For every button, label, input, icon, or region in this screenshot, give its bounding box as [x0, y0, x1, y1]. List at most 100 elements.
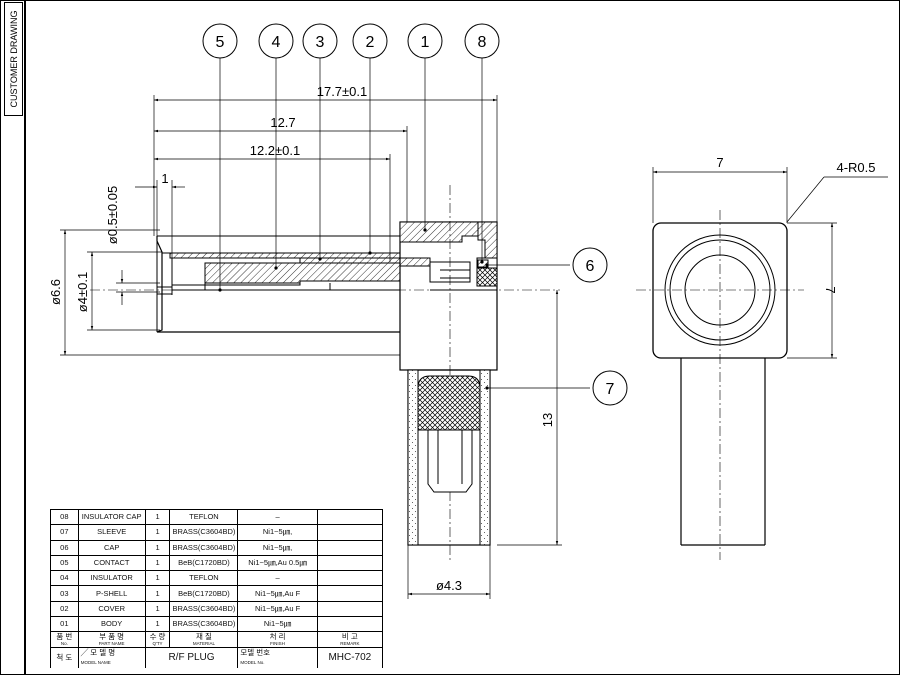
bom-cell-no: 05: [50, 554, 79, 572]
bom-cell-material: BRASS(C3604BD): [169, 600, 239, 618]
dim-inner-diameter: ø4±0.1: [75, 272, 90, 312]
bom-cell-name: INSULATOR CAP: [77, 508, 146, 526]
bom-cell-finish: –: [237, 570, 318, 587]
bom-cell-finish: Ni1~5㎛,Au F: [237, 600, 318, 618]
svg-text:6: 6: [586, 258, 595, 275]
bom-cell-material: BRASS(C3604BD): [169, 616, 239, 633]
svg-text:1: 1: [421, 34, 430, 51]
dimension-lines: [60, 95, 562, 599]
dimension-text: 17.7±0.1 12.7 12.2±0.1 1 ø0.5±0.05 ø6.6 …: [48, 84, 876, 593]
bom-cell-qty: 1: [144, 508, 171, 526]
dim-overall-length: 17.7±0.1: [317, 84, 368, 99]
svg-text:5: 5: [216, 34, 225, 51]
bom-cell-qty: 1: [144, 616, 171, 633]
dim-square-height: 7: [823, 286, 838, 293]
scale-value: ╱: [80, 648, 89, 658]
scale-label: 척 도: [50, 647, 79, 669]
bom-cell-name: CAP: [77, 539, 146, 556]
bom-cell-name: COVER: [77, 600, 146, 618]
section-view: [90, 185, 560, 560]
bom-cell-no: 02: [50, 600, 79, 618]
dim-outer-diameter: ø6.6: [48, 279, 63, 305]
balloon-dots: [218, 228, 489, 390]
bom-cell-remark: [316, 508, 384, 526]
model-no: MHC-702: [316, 647, 384, 669]
bom-cell-finish: –: [237, 508, 318, 526]
svg-text:4: 4: [272, 34, 281, 51]
bom-cell-name: BODY: [77, 616, 146, 633]
bom-cell-finish: Ni1~5㎛,: [237, 524, 318, 541]
bom-cell-material: TEFLON: [169, 508, 239, 526]
bom-cell-no: 08: [50, 508, 79, 526]
dim-corner-radius: 4-R0.5: [836, 160, 875, 175]
bom-cell-qty: 1: [144, 539, 171, 556]
customer-drawing-label: CUSTOMER DRAWING: [4, 2, 23, 116]
svg-text:8: 8: [478, 34, 487, 51]
balloon-6: 6: [572, 247, 608, 283]
bom-cell-qty: 1: [144, 554, 171, 572]
bom-cell-remark: [316, 524, 384, 541]
dim-body-height: 13: [540, 413, 555, 427]
dim-length-2: 12.7: [270, 115, 295, 130]
bom-cell-remark: [316, 585, 384, 602]
bom-cell-name: P-SHELL: [77, 585, 146, 602]
svg-text:7: 7: [606, 381, 615, 398]
bom-cell-no: 06: [50, 539, 79, 556]
bom-cell-name: INSULATOR: [77, 570, 146, 587]
bom-cell-qty: 1: [144, 570, 171, 587]
dim-body-diameter: ø4.3: [436, 578, 462, 593]
bom-cell-material: BeB(C1720BD): [169, 585, 239, 602]
dim-square-width: 7: [716, 155, 723, 170]
bom-cell-qty: 1: [144, 600, 171, 618]
bom-cell-remark: [316, 616, 384, 633]
bom-cell-name: CONTACT: [77, 554, 146, 572]
bom-cell-material: BeB(C1720BD): [169, 554, 239, 572]
balloon-3: 3: [302, 23, 338, 59]
bom-cell-finish: Ni1~5㎛,: [237, 539, 318, 556]
bom-cell-no: 04: [50, 570, 79, 587]
bom-cell-remark: [316, 539, 384, 556]
bom-cell-remark: [316, 570, 384, 587]
bom-cell-remark: [316, 554, 384, 572]
dim-pin-offset: 1: [161, 171, 168, 186]
bom-cell-finish: Ni1~5㎛,Au 0.5㎛: [237, 554, 318, 572]
balloon-8: 8: [464, 23, 500, 59]
balloon-4: 4: [258, 23, 294, 59]
bom-cell-material: BRASS(C3604BD): [169, 524, 239, 541]
bom-cell-qty: 1: [144, 524, 171, 541]
balloon-leaders: [219, 58, 590, 389]
bom-cell-finish: Ni1~5㎛: [237, 616, 318, 633]
bom-cell-material: BRASS(C3604BD): [169, 539, 239, 556]
bom-cell-remark: [316, 600, 384, 618]
bom-cell-no: 07: [50, 524, 79, 541]
end-view: [636, 167, 888, 560]
svg-text:3: 3: [316, 34, 325, 51]
dim-length-3: 12.2±0.1: [250, 143, 301, 158]
svg-text:2: 2: [366, 34, 375, 51]
balloon-2: 2: [352, 23, 388, 59]
model-name: R/F PLUG: [144, 647, 239, 669]
dim-pin-diameter: ø0.5±0.05: [105, 186, 120, 244]
balloon-1: 1: [407, 23, 443, 59]
balloon-5: 5: [202, 23, 238, 59]
